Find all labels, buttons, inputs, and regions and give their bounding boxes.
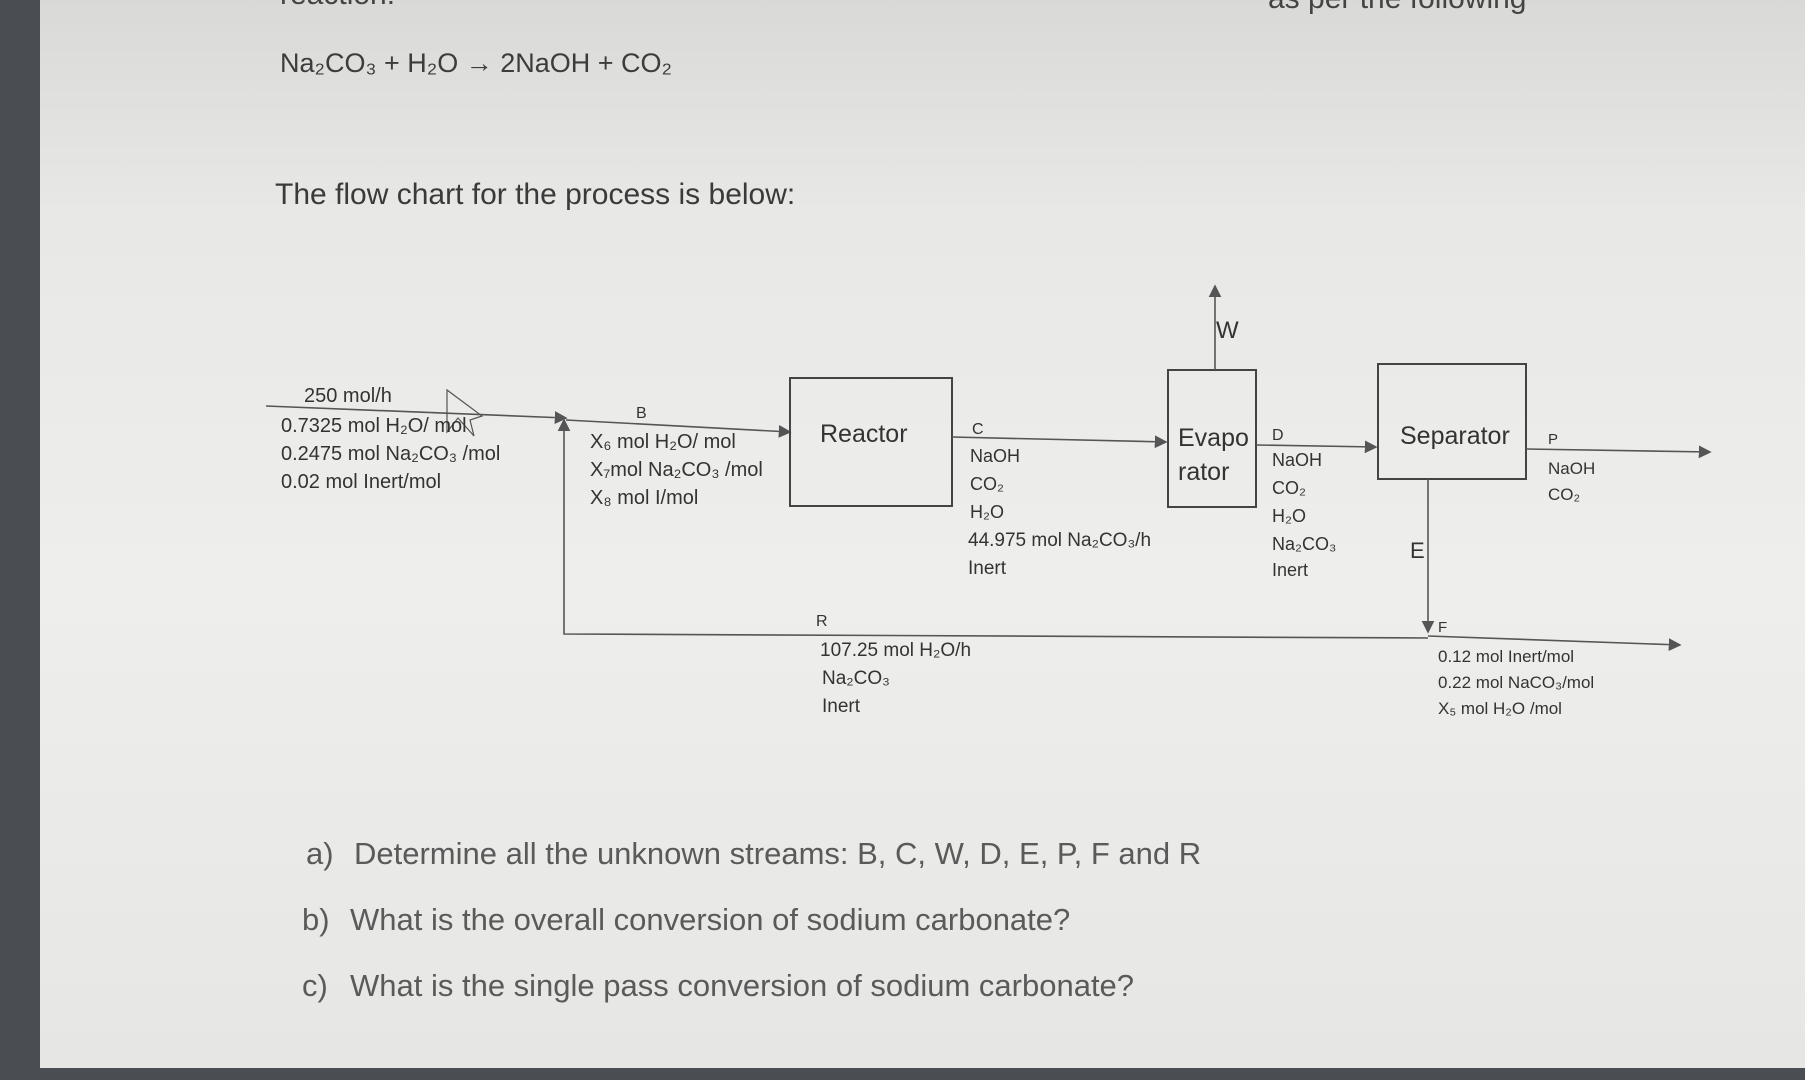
- reaction-equation: Na₂CO₃ + H₂O → 2NaOH + CO₂: [280, 48, 673, 78]
- stream-d-label: D: [1272, 427, 1284, 444]
- stream-d-line4: Na₂CO₃: [1272, 534, 1336, 554]
- stream-r-line2: Na₂CO₃: [822, 668, 890, 689]
- stream-p-label: P: [1548, 431, 1558, 448]
- stream-r-line: [557, 418, 1429, 639]
- stream-c-line4: 44.975 mol Na₂CO₃/h: [968, 530, 1151, 551]
- stream-p-line1: NaOH: [1548, 459, 1595, 478]
- separator-box: [1377, 363, 1527, 480]
- feed-line1: 250 mol/h: [304, 385, 392, 407]
- stream-c-label: C: [972, 421, 984, 438]
- stream-d-line: [1255, 440, 1378, 454]
- stream-b-line: [565, 419, 792, 438]
- cursor-arrow-mark: [446, 388, 484, 437]
- stream-c-line2: CO₂: [970, 474, 1004, 494]
- stream-r-line1: 107.25 mol H₂O/h: [820, 640, 971, 661]
- stream-d-line5: Inert: [1272, 560, 1308, 580]
- reactor-label: Reactor: [820, 420, 908, 448]
- question-a-text: Determine all the unknown streams: B, C,…: [354, 836, 1202, 871]
- stream-p-line2: CO₂: [1548, 485, 1580, 504]
- flowchart-heading: The flow chart for the process is below:: [275, 178, 796, 211]
- stream-d-line2: CO₂: [1272, 478, 1306, 498]
- stream-f-line3: X₅ mol H₂O /mol: [1438, 699, 1562, 718]
- top-right-text: as per the following: [1268, 0, 1527, 16]
- evaporator-label-line2: rator: [1178, 458, 1229, 486]
- stream-b-line1: X₆ mol H₂O/ mol: [590, 431, 736, 453]
- stream-b-label: B: [636, 405, 647, 422]
- feed-line3: 0.2475 mol Na₂CO₃ /mol: [281, 443, 500, 465]
- question-c-text: What is the single pass conversion of so…: [350, 968, 1135, 1003]
- question-c-number: c): [302, 968, 328, 1003]
- stream-c-line: [951, 435, 1168, 449]
- stream-f-line: [1427, 635, 1682, 651]
- stream-f-label: F: [1438, 619, 1447, 636]
- stream-b-line3: X₈ mol I/mol: [590, 487, 698, 509]
- stream-f-line2: 0.22 mol NaCO₃/mol: [1438, 673, 1594, 692]
- feed-line: [265, 405, 568, 424]
- reactor-box: [789, 377, 953, 507]
- question-a-number: a): [306, 836, 334, 871]
- question-a: a) Determine all the unknown streams: B, …: [306, 836, 1201, 872]
- stream-c-line1: NaOH: [970, 446, 1020, 466]
- question-c: c) What is the single pass conversion of …: [302, 968, 1134, 1004]
- question-b-text: What is the overall conversion of sodium…: [350, 902, 1071, 937]
- stream-c-line3: H₂O: [970, 502, 1004, 522]
- evaporator-label-line1: Evapo: [1178, 424, 1249, 452]
- stream-f-line1: 0.12 mol Inert/mol: [1438, 647, 1574, 666]
- stream-d-line3: H₂O: [1272, 506, 1306, 526]
- stream-d-line1: NaOH: [1272, 450, 1322, 470]
- feed-line4: 0.02 mol Inert/mol: [281, 471, 441, 493]
- question-b-number: b): [302, 902, 330, 937]
- stream-r-label: R: [816, 613, 828, 630]
- question-b: b) What is the overall conversion of sodi…: [302, 902, 1070, 938]
- stream-r-line3: Inert: [822, 696, 861, 717]
- separator-label: Separator: [1400, 422, 1510, 450]
- stream-e-label: E: [1410, 538, 1425, 563]
- top-left-text: reaction:: [280, 0, 395, 12]
- feed-line2: 0.7325 mol H₂O/ mol: [281, 415, 467, 437]
- document-page: [40, 0, 1805, 1068]
- stream-w-label: W: [1216, 317, 1239, 344]
- stream-c-line5: Inert: [968, 558, 1007, 579]
- stream-p-line: [1525, 445, 1712, 459]
- evaporator-box: [1167, 369, 1257, 508]
- stream-b-line2: X₇mol Na₂CO₃ /mol: [590, 459, 763, 481]
